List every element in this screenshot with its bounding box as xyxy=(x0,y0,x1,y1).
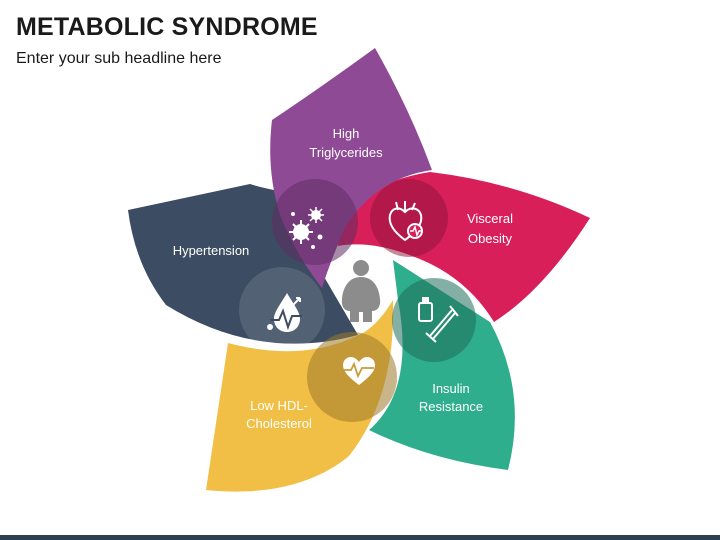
virus-icon xyxy=(289,207,324,249)
segment-high-triglycerides-icon-circle xyxy=(272,179,358,265)
segment-visceral-obesity[interactable]: Visceral Obesity xyxy=(338,172,590,322)
segment-insulin-resistance[interactable]: Insulin Resistance xyxy=(369,260,515,470)
segment-high-triglycerides-label-line1: High xyxy=(333,126,360,141)
segment-low-hdl-cholesterol-label-line1: Low HDL- xyxy=(250,398,308,413)
segment-insulin-resistance-label-line1: Insulin xyxy=(432,381,470,396)
page-title: METABOLIC SYNDROME xyxy=(16,13,318,41)
segment-insulin-resistance-icon-circle xyxy=(392,278,476,362)
segment-low-hdl-cholesterol-label-line2: Cholesterol xyxy=(246,416,312,431)
page-subtitle: Enter your sub headline here xyxy=(16,50,222,67)
segment-insulin-resistance-label-line2: Resistance xyxy=(419,399,483,414)
footer-bar xyxy=(0,535,720,540)
segment-visceral-obesity-label-line2: Obesity xyxy=(468,231,513,246)
segment-visceral-obesity-icon-circle xyxy=(370,179,448,257)
segment-hypertension-label: Hypertension xyxy=(173,243,250,258)
heart-organ-icon xyxy=(388,201,423,242)
insulin-syringe-icon xyxy=(418,297,459,343)
segment-high-triglycerides[interactable]: High Triglycerides xyxy=(270,48,432,288)
segment-low-hdl-cholesterol[interactable]: Low HDL- Cholesterol xyxy=(206,300,397,492)
blood-pressure-icon xyxy=(267,293,302,332)
segment-visceral-obesity-label-line1: Visceral xyxy=(467,211,513,226)
segment-high-triglycerides-label-line2: Triglycerides xyxy=(309,145,383,160)
heartbeat-icon xyxy=(343,357,375,385)
obese-person-icon xyxy=(341,260,381,322)
